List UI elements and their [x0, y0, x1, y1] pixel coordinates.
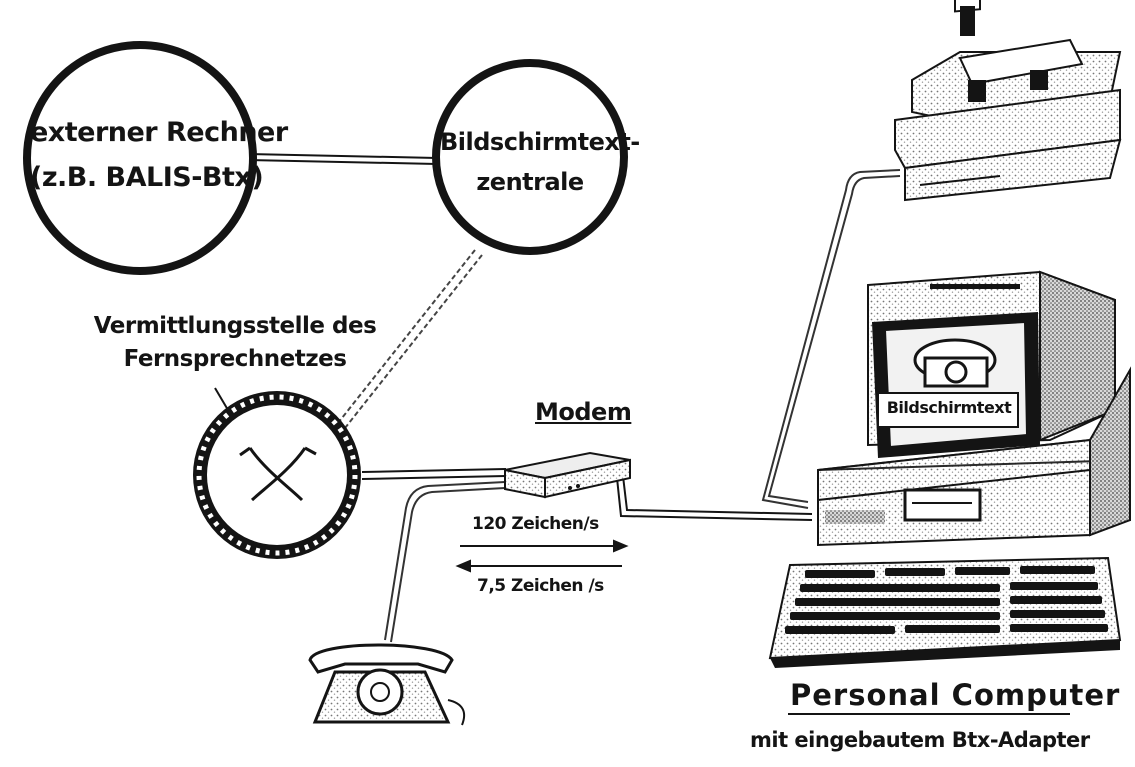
- speed-forward-label: 120 Zeichen/s: [472, 514, 599, 534]
- exchange-line2: Fernsprechnetzes: [85, 343, 385, 376]
- btx-center-line1: Bildschirmtext-: [440, 122, 620, 162]
- exchange-pointer: [215, 388, 228, 410]
- btx-center-label: Bildschirmtext- zentrale: [440, 122, 620, 202]
- link-exchange-modem: [362, 469, 506, 479]
- computer-title: Personal Computer: [790, 678, 1120, 712]
- printer-icon: [895, 0, 1120, 200]
- external-computer-label: externer Rechner (z.B. BALIS-Btx): [30, 110, 250, 200]
- speed-return-label: 7,5 Zeichen /s: [477, 576, 604, 596]
- keyboard-icon: [770, 558, 1120, 668]
- link-phone-cable: [385, 482, 505, 642]
- external-computer-line1: externer Rechner: [30, 110, 250, 155]
- monitor-screen-label: Bildschirmtext: [885, 398, 1013, 417]
- exchange-label: Vermittlungsstelle des Fernsprechnetzes: [85, 310, 385, 376]
- forward-arrow: [460, 541, 626, 551]
- exchange-icon: [193, 391, 361, 559]
- external-computer-line2: (z.B. BALIS-Btx): [30, 155, 250, 200]
- btx-center-line2: zentrale: [440, 162, 620, 202]
- return-arrow: [458, 561, 622, 571]
- telephone-icon: [310, 645, 464, 725]
- link-computer-center: [250, 154, 437, 164]
- monitor-icon: [868, 272, 1115, 458]
- computer-subtitle: mit eingebautem Btx-Adapter: [750, 728, 1090, 752]
- modem-icon: [505, 453, 630, 497]
- modem-label: Modem: [535, 398, 631, 426]
- exchange-line1: Vermittlungsstelle des: [85, 310, 385, 343]
